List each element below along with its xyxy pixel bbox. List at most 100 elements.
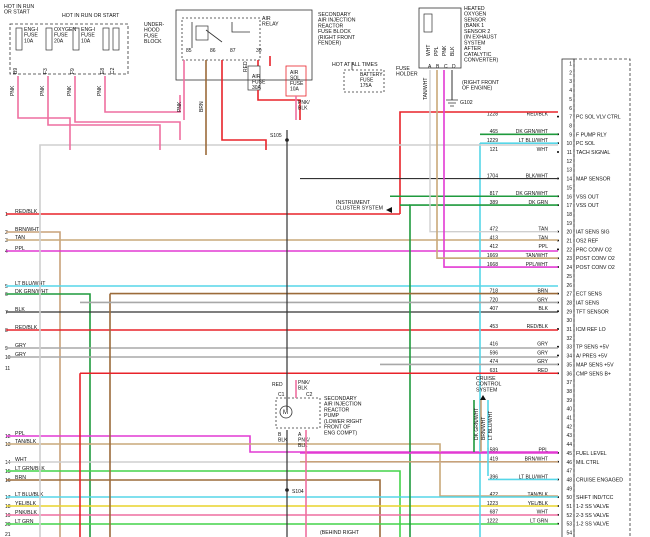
ecm-pin-label: SHIFT IND/TCC xyxy=(576,495,614,501)
relay-coil-icon xyxy=(191,22,250,48)
wire-o2-wht xyxy=(429,70,558,233)
wire-color-label: BLK/WHT xyxy=(526,173,548,179)
splice-s104-label: S104 xyxy=(292,489,304,495)
air-pump xyxy=(275,397,321,429)
pin-dot xyxy=(557,151,559,153)
relay-pin: 87 xyxy=(230,48,236,54)
wire-color-label: DK GRN xyxy=(529,200,549,206)
ecm-pin-number: 6 xyxy=(569,106,572,112)
circuit-number: 1228 xyxy=(487,111,498,117)
wire-lt-grn-blk xyxy=(6,470,401,537)
wire-color-label: PNK xyxy=(177,101,183,112)
wire-color-label: LT GRN xyxy=(530,519,548,525)
ecm-pin-number: 35 xyxy=(566,362,572,368)
wire-color-label: BRN xyxy=(199,101,205,112)
ecm-pin-number: 28 xyxy=(566,300,572,306)
behind-right-label: (BEHIND RIGHT xyxy=(320,530,360,536)
left-wire-label: LT GRN/BLK xyxy=(15,466,45,472)
left-pin-number: 12 xyxy=(5,434,11,440)
circuit-number: 817 xyxy=(490,191,499,197)
wire-o2-ppl xyxy=(443,70,558,268)
ecm-pin-number: 34 xyxy=(566,354,572,360)
wire-pnk xyxy=(104,76,181,113)
left-pin-number: 5 xyxy=(5,284,8,290)
ecm-pin-label: IAT SENS xyxy=(576,300,600,306)
splice-label: S105 xyxy=(270,133,282,139)
ecm-pin-label: PRC CONV O2 xyxy=(576,247,612,253)
wire-color-label: TAN/BLK xyxy=(528,492,549,498)
ecm-pin-number: 25 xyxy=(566,274,572,280)
ecm-pin-label: CRUISE ENGAGED xyxy=(576,477,623,483)
wire-color-label: YEL/BLK xyxy=(528,501,549,507)
ecm-pin-number: 40 xyxy=(566,407,572,413)
left-wire-label: BRN xyxy=(15,475,26,481)
left-pin-number: 1 xyxy=(5,212,8,218)
underhood-fuse-block xyxy=(9,23,129,75)
ecm-pin-label: TACH SIGNAL xyxy=(576,150,610,156)
wire-brn xyxy=(6,479,381,537)
wire-color-label: GRY xyxy=(537,350,548,356)
ecm-pin-number: 21 xyxy=(566,239,572,245)
wire-color-label: BRN xyxy=(537,288,548,294)
ecm-pin-number: 45 xyxy=(566,451,572,457)
ecm-pin-label: POST CONV O2 xyxy=(576,265,615,271)
ecm-pin-number: 2 xyxy=(569,70,572,76)
left-wire-label: GRY xyxy=(15,352,27,358)
left-wire-label: TAN xyxy=(15,235,25,241)
ecm-pin-number: 41 xyxy=(566,416,572,422)
left-wire-label: TAN/BLK xyxy=(15,439,37,445)
left-pin-number: 10 xyxy=(5,355,11,361)
wire-color-label: DK GRN/WHT xyxy=(516,191,548,197)
left-wire-label: LT BLU/WHT xyxy=(15,281,46,287)
left-wire-label: RED/BLK xyxy=(15,325,38,331)
wire-pnk xyxy=(74,76,181,140)
relay-pin: 30 xyxy=(256,48,262,54)
circuit-number: 472 xyxy=(490,226,499,232)
ecm-pin-label: ECT SENS xyxy=(576,292,602,298)
ecm-connector xyxy=(561,58,575,537)
wire-color-label: BRN/WHT xyxy=(525,457,548,463)
wire-color-label: LT BLU/WHT xyxy=(519,474,548,480)
ecm-pin-number: 39 xyxy=(566,398,572,404)
pin-dot xyxy=(557,115,559,118)
wire-color-label: PNK xyxy=(10,85,16,96)
hot-run-start-label-2: HOT IN RUN OR START xyxy=(62,13,120,19)
ecm-pin-label: 2-3 SS VALVE xyxy=(576,513,610,519)
fuse-icon xyxy=(112,27,120,51)
left-pin-number: 17 xyxy=(5,495,11,501)
wire-color-label: PNK xyxy=(67,85,73,96)
o2-pin: B xyxy=(436,64,440,70)
air-fuse xyxy=(247,65,261,91)
ecm-pin-number: 3 xyxy=(569,79,572,85)
wire-color-label: TAN xyxy=(538,235,548,241)
wire-red xyxy=(257,90,301,120)
circuit-number: 389 xyxy=(490,200,499,206)
ecm-pin-number: 36 xyxy=(566,371,572,377)
left-pin-number: 14 xyxy=(5,460,11,466)
ecm-pin-label: PC SOL xyxy=(576,141,595,147)
ecm-pin-label: IAT SENS SIG xyxy=(576,230,610,236)
ecm-pin-label: 1-2 SS VALVE xyxy=(576,522,610,528)
ecm-pin-number: 54 xyxy=(566,531,572,537)
circuit-number: 453 xyxy=(490,324,499,330)
ecm-pin-label: TFT SENSOR xyxy=(576,309,609,315)
wire-color-label: PPL xyxy=(539,448,549,454)
pump-pin: C2 xyxy=(306,392,313,398)
ecm-pin-number: 44 xyxy=(566,442,572,448)
ecm-pin-number: 43 xyxy=(566,433,572,439)
wire-pnk xyxy=(17,76,71,150)
wire-color-label: PPL xyxy=(539,244,549,250)
circuit-number: 1669 xyxy=(487,253,498,259)
wire-color-label: BLK xyxy=(539,306,549,312)
wire-color-label: LT BLU/WHT xyxy=(519,138,548,144)
ecm-pin-label: ICM REF LO xyxy=(576,327,606,333)
left-wire-label: PPL xyxy=(15,431,25,437)
wire-color-label: RED/BLK xyxy=(527,324,549,330)
ecm-pin-number: 23 xyxy=(566,256,572,262)
left-pin-number: 19 xyxy=(5,513,11,519)
wire-color-label: GRY xyxy=(537,359,548,365)
